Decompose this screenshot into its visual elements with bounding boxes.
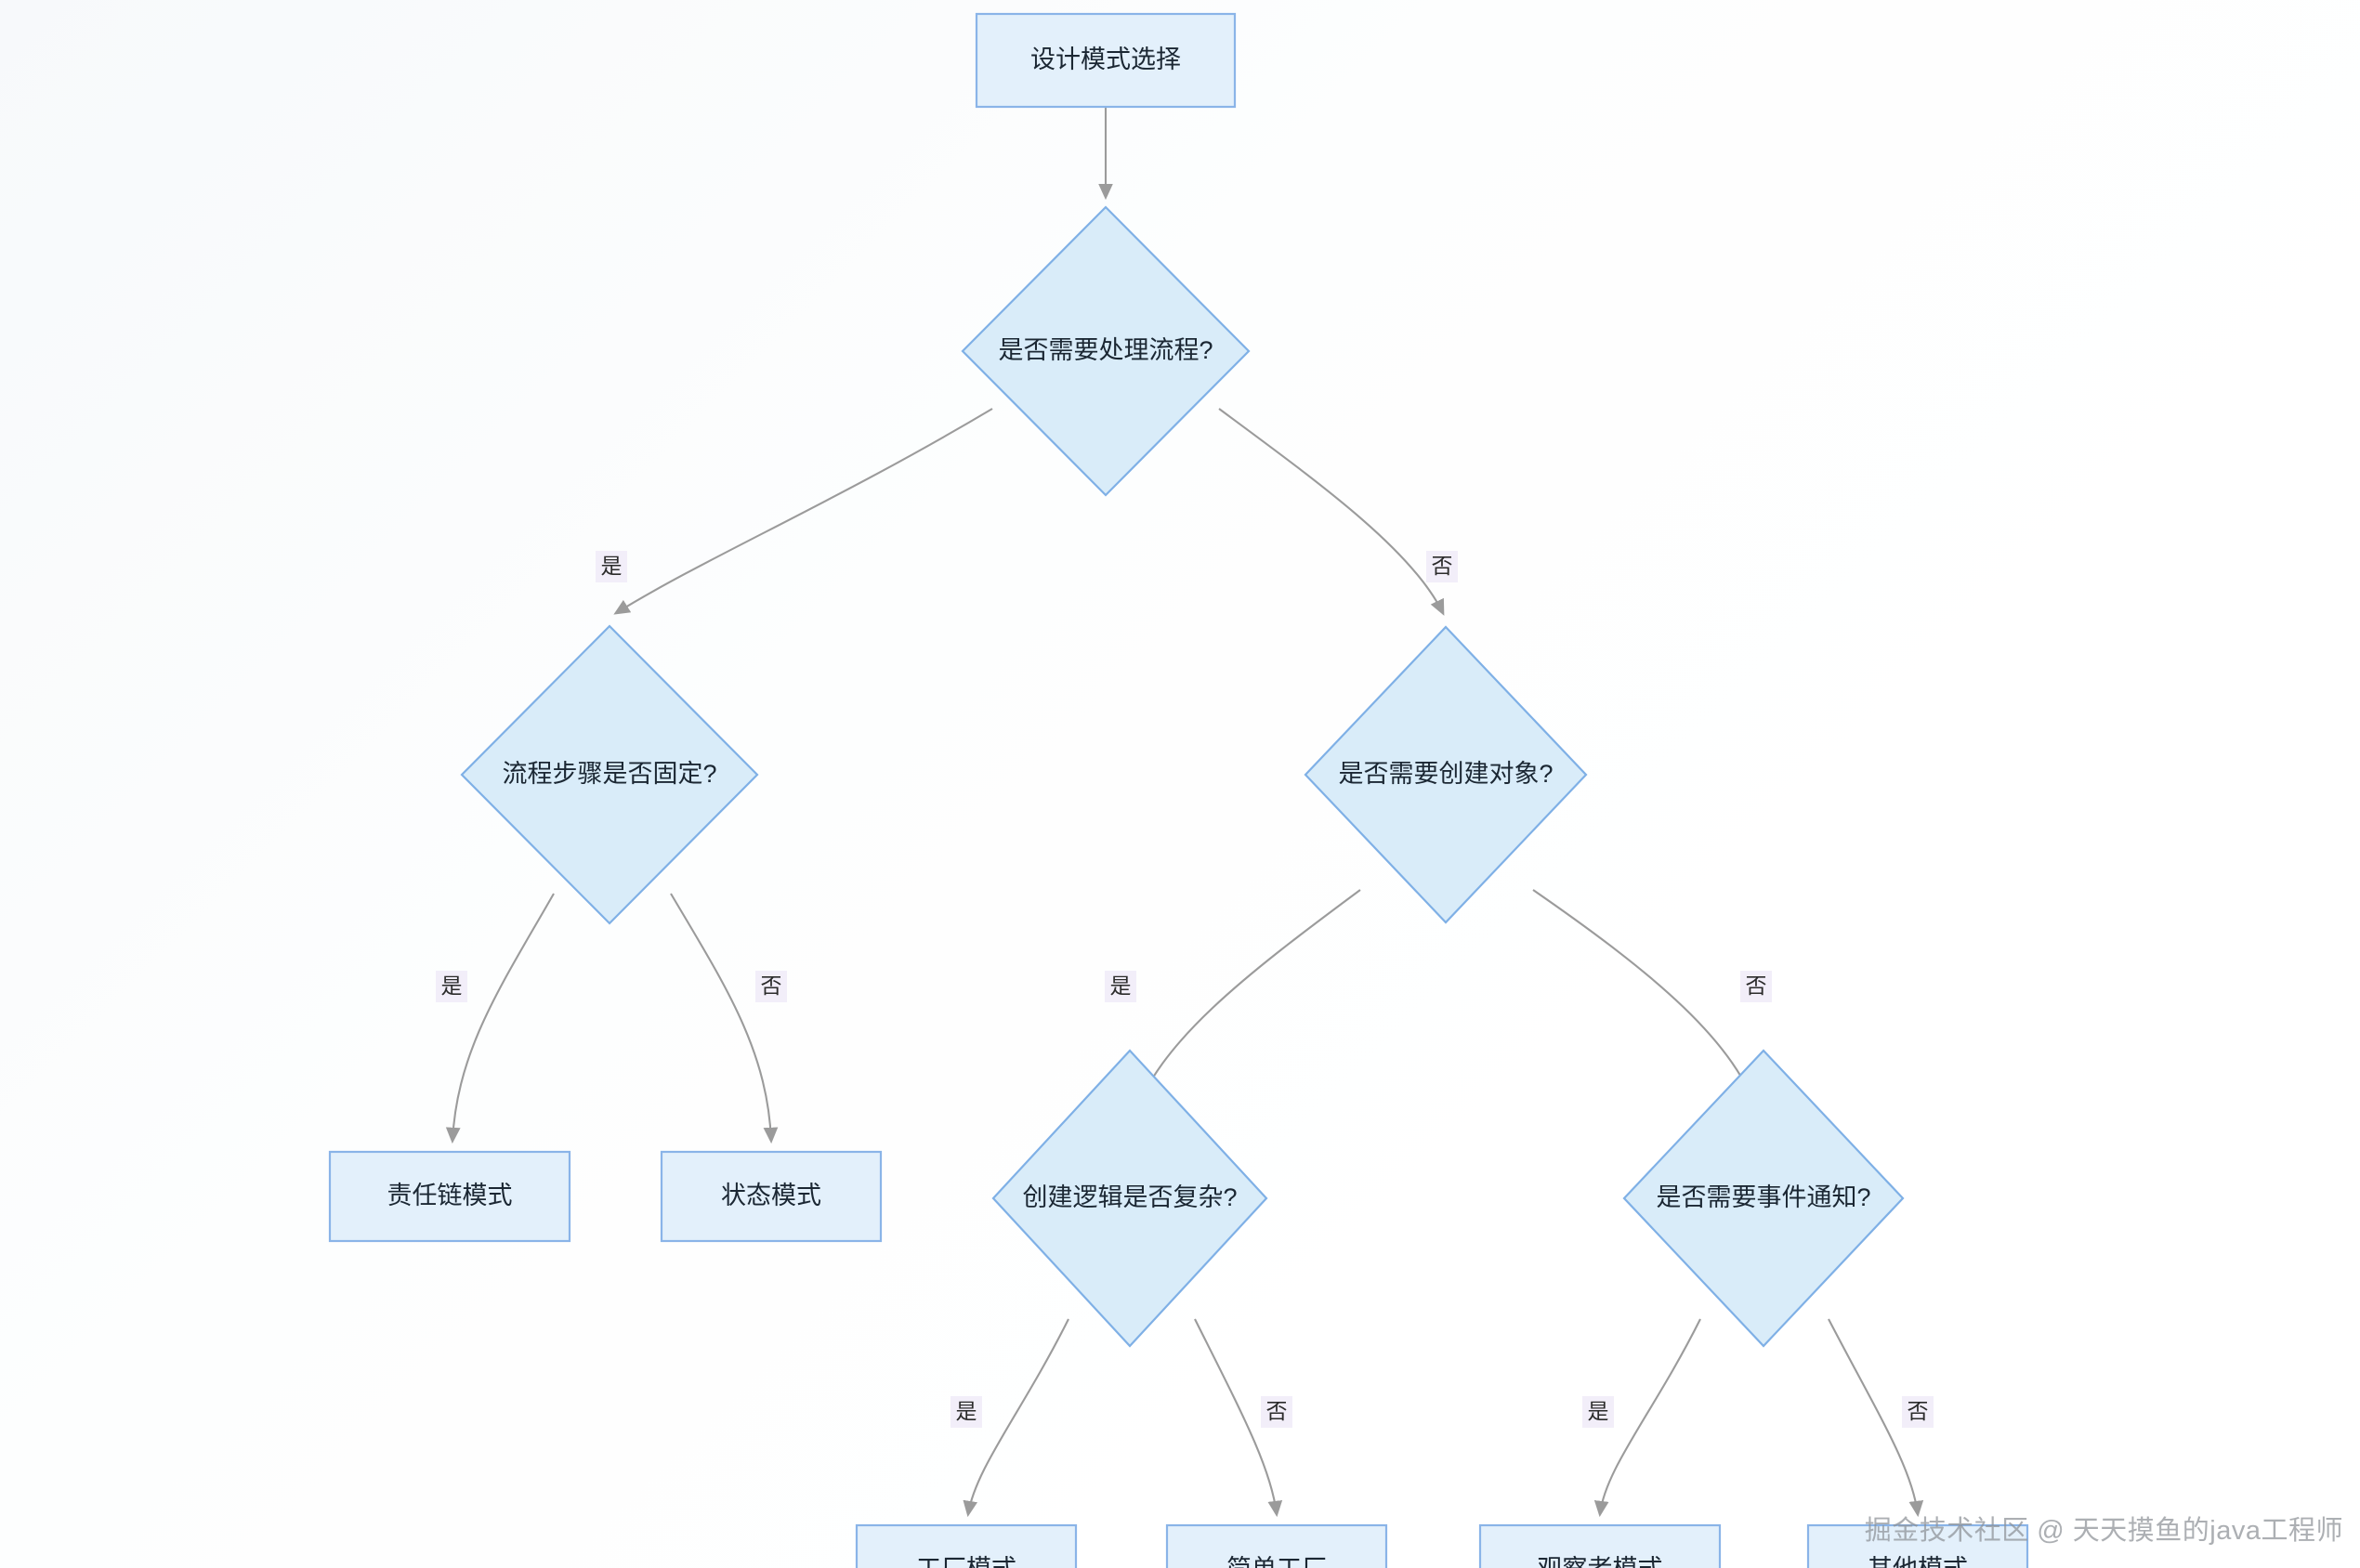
- edge-d_create-to-d_notify: [1532, 889, 1764, 1124]
- node-n_observer[interactable]: 观察者模式: [1478, 1523, 1722, 1568]
- edge-label-e9: 否: [1261, 1396, 1292, 1428]
- edge-label-text: 是: [956, 1399, 977, 1423]
- edge-label-text: 否: [1746, 973, 1767, 998]
- node-d_process[interactable]: 是否需要处理流程?: [961, 205, 1251, 497]
- edge-label-background: [1426, 551, 1458, 582]
- edge-label-e6: 是: [1105, 971, 1136, 1002]
- node-shape-diamond[interactable]: [1304, 625, 1588, 924]
- node-shape-rect[interactable]: [1165, 1523, 1388, 1568]
- node-shape-diamond[interactable]: [460, 624, 759, 925]
- edge-d_logic-to-n_factory: [963, 1318, 1069, 1518]
- edge-label-e3: 否: [1426, 551, 1458, 582]
- edge-label-text: 是: [441, 973, 463, 998]
- node-label: 创建逻辑是否复杂?: [1022, 1183, 1237, 1211]
- edge-d_logic-to-n_simple: [1194, 1318, 1283, 1518]
- edge-d_create-to-d_logic: [1129, 889, 1361, 1123]
- edge-d_steps-to-n_chain: [445, 893, 555, 1144]
- node-root[interactable]: 设计模式选择: [975, 12, 1237, 109]
- edge-label-background: [1740, 971, 1772, 1002]
- edge-label-text: 否: [1432, 554, 1453, 578]
- node-label: 状态模式: [721, 1182, 821, 1209]
- edge-d_steps-to-n_state: [670, 893, 779, 1144]
- node-shape-diamond[interactable]: [1622, 1049, 1905, 1348]
- node-shape-rect[interactable]: [855, 1523, 1078, 1568]
- node-n_simple[interactable]: 简单工厂: [1165, 1523, 1388, 1568]
- node-shape-rect[interactable]: [1478, 1523, 1722, 1568]
- edge-label-text: 是: [1588, 1399, 1609, 1423]
- node-label: 其他模式: [1868, 1555, 1968, 1568]
- node-label: 设计模式选择: [1030, 46, 1181, 73]
- node-n_state[interactable]: 状态模式: [660, 1150, 883, 1243]
- edge-label-background: [596, 551, 627, 582]
- edge-label-text: 否: [1908, 1399, 1929, 1423]
- edge-d_process-to-d_steps: [613, 408, 993, 615]
- node-label: 是否需要处理流程?: [998, 336, 1213, 364]
- edge-label-layer: 是否是否是否是否是否: [436, 551, 1934, 1428]
- node-shape-rect[interactable]: [1806, 1523, 2029, 1568]
- node-shape-rect[interactable]: [975, 12, 1237, 109]
- node-label: 责任链模式: [387, 1182, 513, 1209]
- edge-label-background: [1902, 1396, 1934, 1428]
- node-d_notify[interactable]: 是否需要事件通知?: [1622, 1049, 1905, 1348]
- edge-d_notify-to-n_other: [1828, 1318, 1924, 1518]
- node-label: 是否需要创建对象?: [1338, 760, 1553, 788]
- edge-label-e7: 否: [1740, 971, 1772, 1002]
- node-shape-rect[interactable]: [328, 1150, 571, 1243]
- node-shape-rect[interactable]: [660, 1150, 883, 1243]
- node-d_steps[interactable]: 流程步骤是否固定?: [460, 624, 759, 925]
- node-shape-diamond[interactable]: [961, 205, 1251, 497]
- node-n_factory[interactable]: 工厂模式: [855, 1523, 1078, 1568]
- edge-label-text: 是: [601, 554, 623, 578]
- edge-label-background: [1261, 1396, 1292, 1428]
- edge-label-background: [436, 971, 467, 1002]
- edge-label-e5: 否: [755, 971, 787, 1002]
- node-label: 观察者模式: [1538, 1555, 1663, 1568]
- edge-label-e10: 是: [1582, 1396, 1614, 1428]
- node-label: 工厂模式: [916, 1555, 1016, 1568]
- edge-label-background: [755, 971, 787, 1002]
- edge-layer: [445, 107, 1924, 1518]
- node-label: 简单工厂: [1226, 1555, 1327, 1568]
- node-n_other[interactable]: 其他模式: [1806, 1523, 2029, 1568]
- edge-label-text: 是: [1110, 973, 1132, 998]
- node-label: 流程步骤是否固定?: [502, 760, 716, 788]
- edge-label-background: [1582, 1396, 1614, 1428]
- edge-d_process-to-d_create: [1218, 408, 1445, 616]
- node-n_chain[interactable]: 责任链模式: [328, 1150, 571, 1243]
- edge-label-background: [1105, 971, 1136, 1002]
- edge-label-e2: 是: [596, 551, 627, 582]
- edge-label-e4: 是: [436, 971, 467, 1002]
- node-d_create[interactable]: 是否需要创建对象?: [1304, 625, 1588, 924]
- edge-label-text: 否: [1266, 1399, 1288, 1423]
- node-label: 是否需要事件通知?: [1656, 1183, 1870, 1211]
- edge-label-background: [951, 1396, 982, 1428]
- node-shape-diamond[interactable]: [991, 1049, 1268, 1348]
- edge-d_notify-to-n_observer: [1593, 1318, 1701, 1518]
- edge-label-text: 否: [761, 973, 782, 998]
- edge-label-e11: 否: [1902, 1396, 1934, 1428]
- node-d_logic[interactable]: 创建逻辑是否复杂?: [991, 1049, 1268, 1348]
- edge-label-e8: 是: [951, 1396, 982, 1428]
